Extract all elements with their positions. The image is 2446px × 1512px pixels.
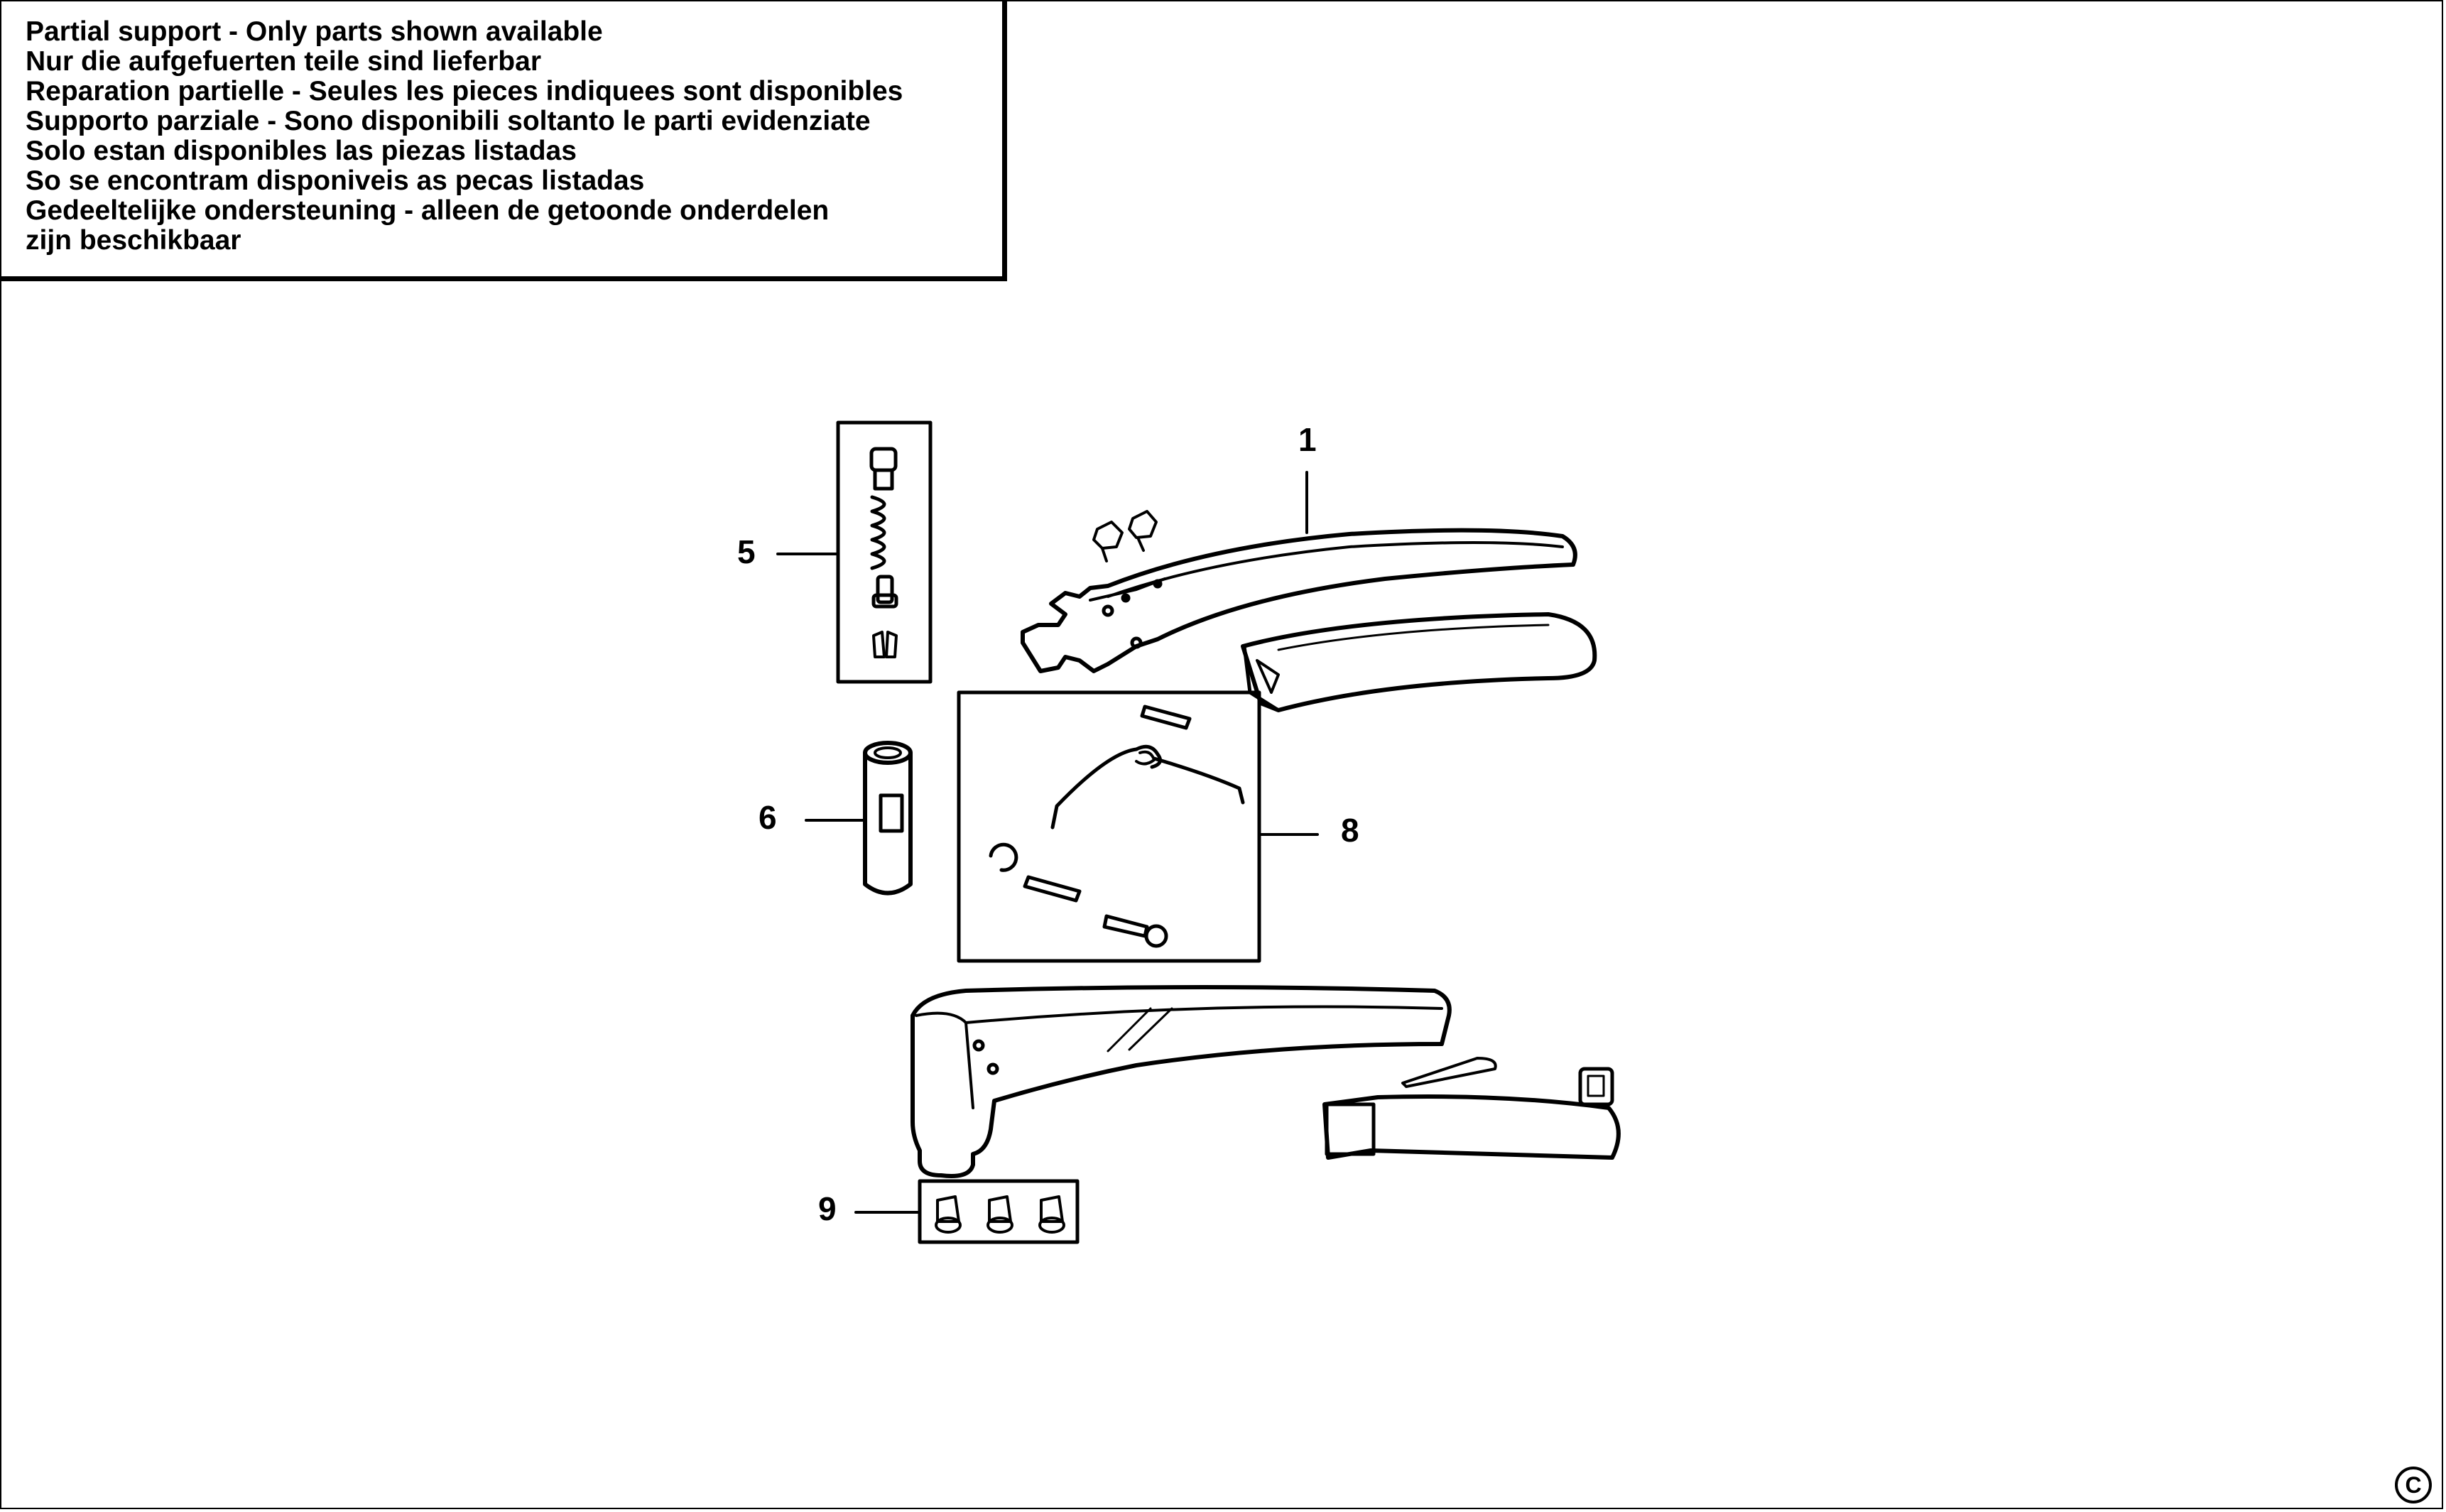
notice-line-pt: So se encontram disponiveis as pecas lis… bbox=[26, 165, 645, 196]
spring-kit bbox=[776, 420, 933, 684]
notice-line-fr: Reparation partielle - Seules les pieces… bbox=[26, 76, 903, 107]
notice-line-en: Partial support - Only parts shown avail… bbox=[26, 16, 603, 47]
callout-1: 1 bbox=[1298, 421, 1317, 458]
notice-line-nl: Gedeeltelijke ondersteuning - alleen de … bbox=[26, 195, 830, 226]
nose-piece-holder bbox=[805, 741, 913, 896]
callout-8: 8 bbox=[1341, 812, 1359, 849]
nose-pieces-set bbox=[854, 1179, 1080, 1244]
upper-handle bbox=[1021, 471, 1597, 712]
copyright-icon: C bbox=[2395, 1467, 2432, 1503]
callout-9: 9 bbox=[818, 1190, 837, 1227]
notice-line-it: Supporto parziale - Sono disponibili sol… bbox=[26, 106, 871, 136]
lower-handle bbox=[911, 985, 1621, 1178]
notice-line-es: Solo estan disponibles las piezas listad… bbox=[26, 136, 577, 166]
callout-5: 5 bbox=[737, 533, 756, 570]
pin-spring-kit bbox=[957, 690, 1319, 963]
partial-support-notice: Partial support - Only parts shown avail… bbox=[0, 0, 1007, 281]
notice-line-nl-cont: zijn beschikbaar bbox=[26, 225, 241, 256]
callout-6: 6 bbox=[759, 799, 777, 836]
notice-line-de: Nur die aufgefuerten teile sind lieferba… bbox=[26, 46, 541, 77]
